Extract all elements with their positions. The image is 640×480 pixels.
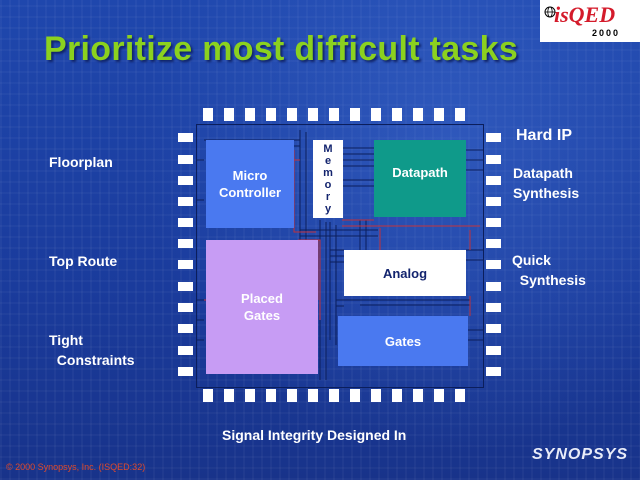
pad bbox=[178, 282, 193, 291]
pad bbox=[178, 367, 193, 376]
pad bbox=[224, 389, 234, 402]
hard-ip-label: Hard IP bbox=[516, 127, 573, 144]
gates-block: Gates bbox=[338, 316, 468, 366]
pad bbox=[178, 197, 193, 206]
pad bbox=[434, 108, 444, 121]
datapath-synthesis-label: Datapath Synthesis bbox=[513, 165, 580, 201]
pad bbox=[178, 218, 193, 227]
pad bbox=[308, 108, 318, 121]
pad bbox=[329, 108, 339, 121]
pad bbox=[486, 155, 501, 164]
pad bbox=[350, 108, 360, 121]
tight-constraints-label: Tight Constraints bbox=[49, 332, 135, 368]
slide-title: Prioritize most difficult tasks bbox=[44, 30, 519, 68]
pad bbox=[486, 218, 501, 227]
pad bbox=[329, 389, 339, 402]
pad bbox=[486, 303, 501, 312]
pad bbox=[413, 389, 423, 402]
memory-block: M e m o r y bbox=[313, 140, 343, 218]
pad bbox=[178, 346, 193, 355]
pad bbox=[178, 260, 193, 269]
synopsys-logo: SYNOPSYS bbox=[532, 446, 629, 463]
pad bbox=[486, 324, 501, 333]
top-route-label: Top Route bbox=[49, 253, 118, 269]
pad bbox=[486, 133, 501, 142]
logo-text: isQED bbox=[554, 2, 616, 27]
pad bbox=[178, 133, 193, 142]
pad bbox=[486, 176, 501, 185]
floorplan-label: Floorplan bbox=[49, 154, 113, 170]
datapath-block: Datapath bbox=[374, 140, 466, 217]
pad bbox=[287, 108, 297, 121]
pad bbox=[392, 389, 402, 402]
pad bbox=[245, 108, 255, 121]
pad bbox=[413, 108, 423, 121]
logo-year: 2000 bbox=[592, 28, 621, 38]
pad bbox=[203, 389, 213, 402]
pad bbox=[266, 108, 276, 121]
pad bbox=[308, 389, 318, 402]
analog-block: Analog bbox=[344, 250, 466, 296]
pad bbox=[178, 176, 193, 185]
pad bbox=[224, 108, 234, 121]
pad bbox=[486, 239, 501, 248]
pad bbox=[486, 197, 501, 206]
pad bbox=[455, 389, 465, 402]
pad bbox=[245, 389, 255, 402]
pad bbox=[350, 389, 360, 402]
globe-icon bbox=[544, 6, 556, 18]
signal-integrity-caption: Signal Integrity Designed In bbox=[222, 427, 407, 443]
isqed-logo: isQED 2000 bbox=[540, 0, 640, 42]
micro-controller-block: Micro Controller bbox=[206, 140, 294, 228]
pad bbox=[371, 108, 381, 121]
pad bbox=[486, 260, 501, 269]
pad bbox=[287, 389, 297, 402]
pad bbox=[455, 108, 465, 121]
pad bbox=[178, 155, 193, 164]
copyright-footer: © 2000 Synopsys, Inc. (ISQED:32) bbox=[6, 462, 146, 472]
pad bbox=[486, 346, 501, 355]
pad bbox=[178, 324, 193, 333]
placed-gates-block: Placed Gates bbox=[206, 240, 318, 374]
pad bbox=[266, 389, 276, 402]
pad bbox=[178, 239, 193, 248]
pad bbox=[371, 389, 381, 402]
pad bbox=[434, 389, 444, 402]
chip-outline bbox=[196, 124, 484, 388]
pad bbox=[203, 108, 213, 121]
pad bbox=[486, 367, 501, 376]
pad bbox=[178, 303, 193, 312]
pad bbox=[392, 108, 402, 121]
quick-synthesis-label: Quick Synthesis bbox=[512, 252, 586, 288]
pad bbox=[486, 282, 501, 291]
